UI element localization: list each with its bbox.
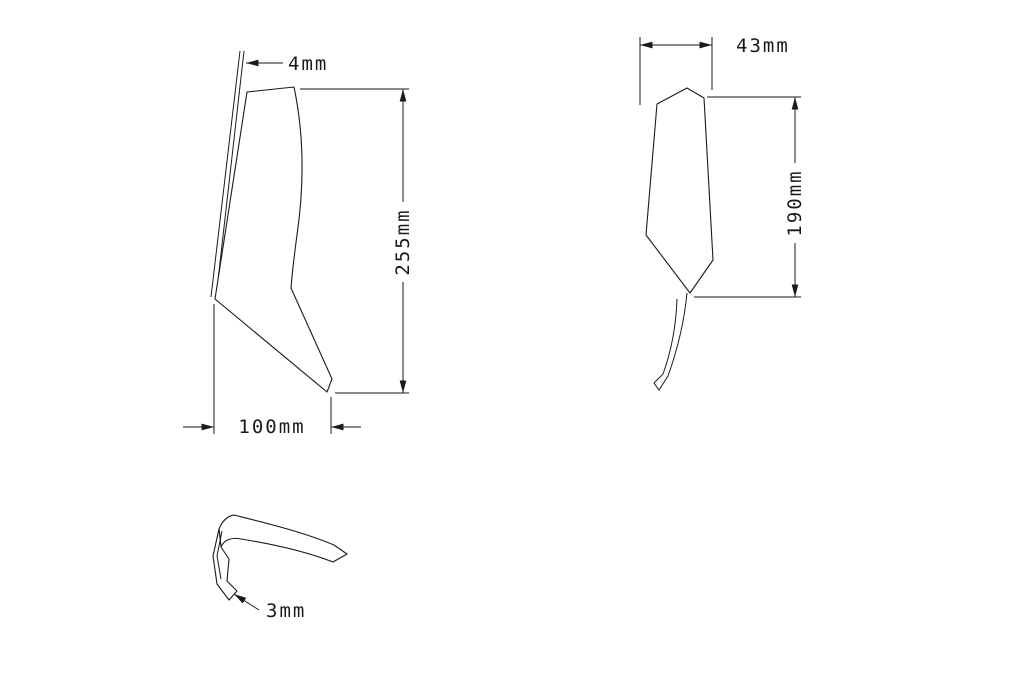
side-view-edge-inner-line: [215, 50, 245, 299]
side-view-outline: [214, 86, 333, 393]
front-view-outline: [645, 87, 714, 294]
width-dimension-label: 100mm: [238, 416, 305, 438]
height-dimension-label: 190mm: [784, 169, 806, 236]
thickness-leader-line: [233, 593, 260, 611]
side-profile-view: 4mm 255mm 100mm: [183, 50, 414, 438]
side-view-thickness-dimension: 4mm: [245, 53, 328, 75]
front-view-arm-outline: [653, 292, 688, 391]
side-view-edge-outer-line: [210, 50, 241, 298]
width-dimension-label: 43mm: [736, 35, 790, 57]
front-view-height-dimension: 190mm: [694, 96, 806, 298]
side-view-width-dimension: 100mm: [183, 304, 361, 438]
side-view-height-dimension: 255mm: [300, 88, 414, 394]
front-view-width-dimension: 43mm: [639, 35, 790, 105]
top-view-bracket-inner-line: [216, 530, 223, 580]
height-dimension-label: 255mm: [392, 208, 414, 275]
top-view-blade-outline: [218, 514, 348, 563]
thickness-dimension-label: 3mm: [266, 600, 306, 622]
top-section-view: 3mm: [212, 514, 348, 622]
thickness-dimension-label: 4mm: [288, 53, 328, 75]
top-view-thickness-dimension: 3mm: [233, 593, 306, 622]
front-profile-view: 43mm 190mm: [639, 35, 806, 391]
